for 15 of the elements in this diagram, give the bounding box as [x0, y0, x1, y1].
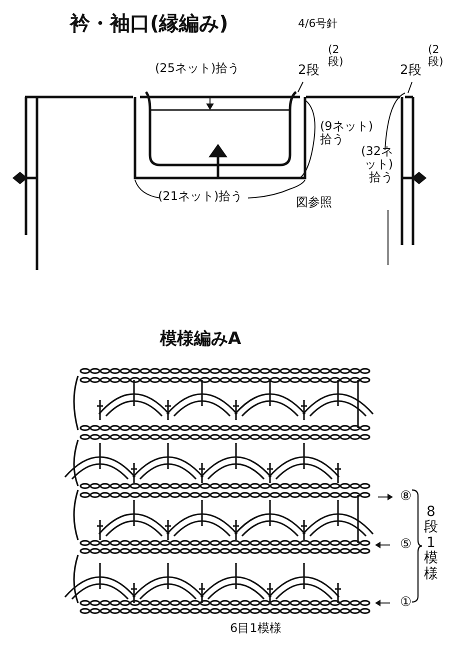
repeat-label: 6目1模様	[230, 622, 282, 636]
note-label: 図参照	[296, 196, 332, 210]
stitch-count-label: (25ネット)拾う	[155, 62, 240, 76]
needle-size-label: 4/6号針	[298, 18, 338, 30]
stitch-count-label: (32ネット)拾う	[360, 145, 393, 185]
repeat-label: 8段1模様	[424, 505, 438, 582]
row-number: ①	[400, 596, 412, 610]
chart-title: 模様編みA	[160, 330, 242, 349]
row-count-label: 2段	[298, 64, 320, 78]
title: 衿・袖口(縁編み)	[70, 12, 228, 34]
row-count-label: 2段	[400, 64, 422, 78]
row-number: ⑧	[400, 490, 412, 504]
stitch-count-label: (21ネット)拾う	[158, 190, 243, 204]
row-number: ⑤	[400, 538, 412, 552]
stitch-count-label: (9ネット)拾う	[320, 120, 373, 146]
